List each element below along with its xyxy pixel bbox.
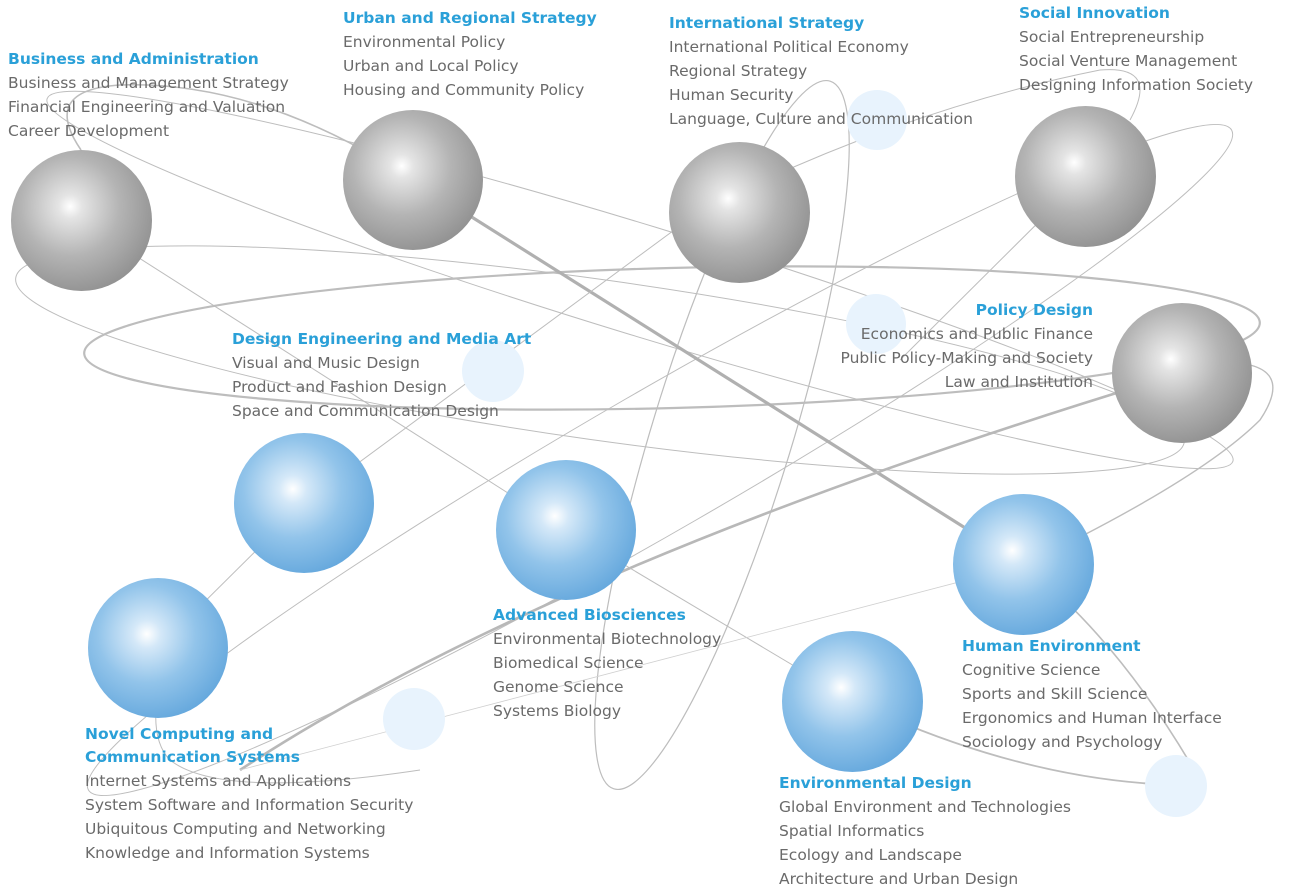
group-item: System Software and Information Security [85, 796, 414, 814]
group-business: Business and Administration Business and… [8, 48, 289, 143]
group-item: Social Venture Management [1019, 52, 1238, 70]
group-item: Regional Strategy [669, 62, 808, 80]
group-title: Environmental Design [779, 774, 972, 792]
group-title: Communication Systems [85, 748, 300, 766]
connector-business-loop [66, 83, 414, 181]
orbit-tall-ellipse [594, 79, 850, 791]
group-item: Environmental Policy [343, 33, 506, 51]
group-item: Systems Biology [493, 702, 622, 720]
connector-social-loop [699, 69, 1141, 212]
group-title: Advanced Biosciences [493, 606, 686, 624]
group-item: Product and Fashion Design [232, 378, 447, 396]
group-item: International Political Economy [669, 38, 909, 56]
sphere-international [669, 142, 810, 283]
group-item: Knowledge and Information Systems [85, 844, 370, 862]
orbit-dot [462, 340, 524, 402]
group-social: Social Innovation Social Entrepreneurshi… [1019, 2, 1253, 97]
connector-faint [239, 564, 1025, 771]
group-item: Biomedical Science [493, 654, 644, 672]
group-item: Urban and Local Policy [343, 57, 519, 75]
sphere-policy [1112, 303, 1252, 443]
orbit-dot [846, 294, 906, 354]
group-computing: Novel Computing and Communication System… [85, 723, 413, 865]
group-item: Ubiquitous Computing and Networking [85, 820, 386, 838]
group-biosciences: Advanced Biosciences Environmental Biote… [493, 604, 721, 723]
group-item: Sociology and Psychology [962, 733, 1163, 751]
sphere-computing [88, 578, 228, 718]
sphere-urban [343, 110, 483, 250]
group-human: Human Environment Cognitive Science Spor… [962, 635, 1222, 754]
group-item: Ergonomics and Human Interface [962, 709, 1222, 727]
orbit-dot [383, 688, 445, 750]
group-item: Genome Science [493, 678, 624, 696]
group-item: Economics and Public Finance [860, 325, 1093, 343]
group-international: International Strategy International Pol… [669, 12, 973, 131]
sphere-business [11, 150, 152, 291]
orbit-main-ellipse [83, 265, 1261, 411]
sphere-social [1015, 106, 1156, 247]
group-title: Social Innovation [1019, 4, 1170, 22]
orbit-dot [847, 90, 907, 150]
group-item: Ecology and Landscape [779, 846, 962, 864]
sphere-design [234, 433, 374, 573]
group-item: Spatial Informatics [779, 822, 925, 840]
group-item: Social Entrepreneurship [1019, 28, 1205, 46]
group-item: Financial Engineering and Valuation [8, 98, 286, 116]
group-item: Sports and Skill Science [962, 685, 1148, 703]
group-design: Design Engineering and Media Art Visual … [232, 328, 531, 423]
group-item: Designing Information Society [1019, 76, 1253, 94]
group-item: Space and Communication Design [232, 402, 499, 420]
group-title: Policy Design [975, 301, 1093, 319]
orbit-dot [1145, 755, 1207, 817]
connector-policy [239, 371, 1183, 772]
group-title: Design Engineering and Media Art [232, 330, 532, 348]
group-title: Human Environment [962, 637, 1141, 655]
group-item: Architecture and Urban Design [779, 870, 1019, 888]
group-item: Global Environment and Technologies [779, 798, 1071, 816]
group-policy: Policy Design Economics and Public Finan… [841, 299, 1093, 394]
group-item: Public Policy-Making and Society [840, 349, 1093, 367]
connector-computing-arc [155, 689, 421, 784]
connector-policy-loop [1023, 364, 1274, 566]
group-item: Cognitive Science [962, 661, 1101, 679]
sphere-human [953, 494, 1094, 635]
group-item: Human Security [669, 86, 794, 104]
connector-thick [412, 178, 1025, 567]
group-title: International Strategy [669, 14, 865, 32]
orbit-diagonal-ellipse [86, 123, 1234, 797]
group-title: Novel Computing and [85, 725, 274, 743]
group-item: Visual and Music Design [232, 354, 420, 372]
group-item: Law and Institution [944, 373, 1093, 391]
connector-business-bio [80, 220, 567, 531]
group-item: Business and Management Strategy [8, 74, 289, 92]
sphere-environmental [782, 631, 923, 772]
group-title: Business and Administration [8, 50, 259, 68]
group-item: Internet Systems and Applications [85, 772, 352, 790]
group-item: Environmental Biotechnology [493, 630, 722, 648]
group-title: Urban and Regional Strategy [343, 9, 597, 27]
group-urban: Urban and Regional Strategy Environmenta… [343, 7, 597, 102]
group-environmental: Environmental Design Global Environment … [779, 772, 1071, 891]
group-item: Language, Culture and Communication [669, 110, 973, 128]
sphere-biosciences [496, 460, 636, 600]
group-item: Career Development [8, 122, 170, 140]
orbit-wide-ellipse [46, 90, 1234, 470]
group-item: Housing and Community Policy [343, 81, 585, 99]
